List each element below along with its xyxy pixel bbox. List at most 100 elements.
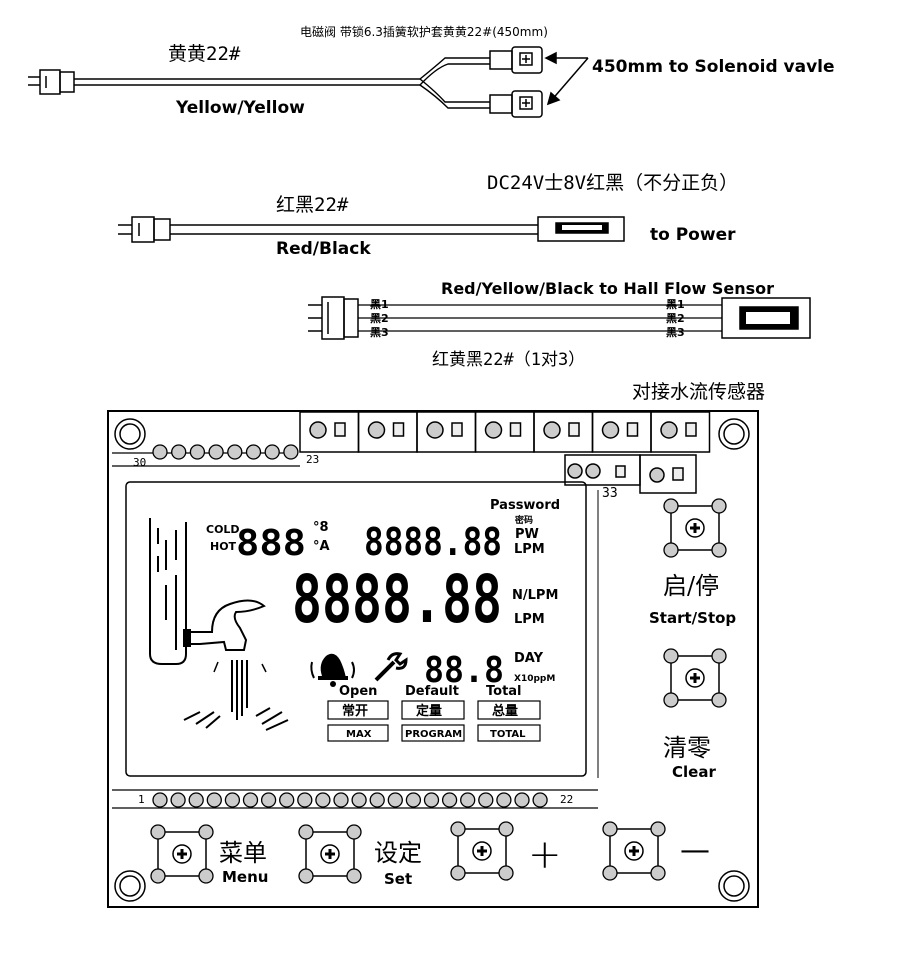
solenoid-left-connector-icon: [28, 69, 75, 95]
plus-icon: [685, 668, 705, 688]
lcd-nlpm-label: N/LPM: [512, 588, 558, 603]
plus-button[interactable]: [450, 821, 514, 881]
header-pin: [283, 444, 299, 460]
header-pin: [152, 792, 168, 808]
mounting-hole-icon: [114, 870, 146, 902]
start-stop-cn-label: 启/停: [663, 572, 719, 600]
header-pin: [224, 792, 241, 808]
header-pin: [478, 792, 494, 808]
terminal-block: [533, 411, 594, 453]
menu-button[interactable]: [150, 824, 214, 884]
start-stop-en-label: Start/Stop: [649, 609, 736, 627]
set-button[interactable]: [298, 824, 362, 884]
hall-left-connector-icon: [308, 296, 359, 340]
wrench-icon: [374, 652, 408, 682]
hall-pin-right-3: 黑3: [666, 326, 685, 339]
header-pin: [315, 792, 331, 808]
mounting-hole-icon: [718, 418, 750, 450]
start-stop-button[interactable]: [663, 498, 727, 558]
clear-button[interactable]: [663, 648, 727, 708]
header-pin: [245, 444, 262, 460]
lcd-deg-c: °A: [313, 539, 330, 554]
lcd-pw-cn: 密码: [514, 514, 533, 526]
header-pin: [152, 444, 168, 460]
terminal-block: [650, 411, 711, 453]
power-wire-label: 红黑22#: [276, 194, 349, 216]
terminal-block-row: [299, 411, 711, 453]
mode-label-total: Total: [486, 684, 522, 699]
header-pin: [264, 444, 280, 460]
mounting-hole-icon: [718, 870, 750, 902]
header-pin: [441, 792, 458, 808]
lcd-content: Password COLD HOT 888 °8 °A 8888.88 密码 P…: [149, 498, 560, 742]
power-plug-icon: [537, 216, 625, 242]
mode-cn-open: 常开: [342, 703, 368, 719]
solenoid-plug-top-icon: [489, 46, 543, 74]
lcd-day-digits: 88.8: [424, 650, 504, 691]
clear-cn-label: 清零: [663, 734, 711, 762]
mode-box-total: TOTAL: [490, 729, 526, 740]
clear-en-label: Clear: [672, 763, 716, 781]
set-en-label: Set: [384, 870, 412, 888]
header-pin: [496, 792, 512, 808]
header-pin: [514, 792, 530, 808]
solenoid-cable: 电磁阀 带锁6.3插簧软护套黄黄22#(450mm) 黄黄22# Yellow/…: [28, 24, 835, 118]
solenoid-wire-label: 黄黄22#: [168, 43, 241, 65]
header-pin: [297, 792, 313, 808]
solenoid-spec: 电磁阀 带锁6.3插簧软护套黄黄22#(450mm): [300, 24, 548, 39]
lcd-lpm-mid: LPM: [514, 612, 545, 627]
board-outline: [107, 410, 759, 908]
header-pin: [532, 792, 548, 808]
lcd-hot-label: HOT: [210, 540, 237, 553]
power-destination: to Power: [650, 225, 736, 245]
menu-en-label: Menu: [222, 868, 268, 886]
solenoid-destination: 450mm to Solenoid vavle: [592, 57, 835, 77]
mode-box-program: PROGRAM: [405, 729, 462, 740]
hall-plug-icon: [721, 297, 811, 339]
faucet-icon: [149, 518, 289, 731]
hall-pin-right-2: 黑2: [666, 312, 685, 325]
hall-destination: 对接水流传感器: [632, 381, 765, 403]
mounting-holes: [114, 418, 750, 902]
hall-pin-left-1: 黑1: [370, 298, 389, 311]
power-cable: DC24V士8V红黑（不分正负） 红黑22# Red/Black to Powe…: [118, 172, 738, 259]
plus-icon: [320, 844, 340, 864]
hall-cable: Red/Yellow/Black to Hall Flow Sensor 红黄黑…: [308, 279, 811, 403]
power-left-connector-icon: [118, 216, 171, 243]
plus-icon: [172, 844, 192, 864]
header-pin: [260, 792, 277, 808]
terminal-33-block: [564, 454, 697, 494]
mode-cn-default: 定量: [415, 703, 442, 719]
pin-label-22: 22: [560, 793, 573, 806]
terminal-block: [299, 411, 360, 453]
lcd-password-label: Password: [490, 498, 560, 513]
header-pin: [170, 792, 186, 808]
mounting-hole-icon: [114, 418, 146, 450]
lcd-cold-label: COLD: [206, 523, 240, 536]
lcd-flow-digits: 8888.88: [292, 561, 502, 638]
pin-label-23: 23: [306, 453, 319, 466]
hall-wire-label: 红黄黑22#（1对3）: [432, 350, 585, 370]
mode-box-max: MAX: [346, 729, 372, 740]
pin-label-1: 1: [138, 793, 145, 806]
hall-pin-right-1: 黑1: [666, 298, 685, 311]
pin-label-30: 30: [133, 456, 146, 469]
mode-label-open: Open: [339, 684, 377, 699]
minus-label: —: [680, 833, 710, 868]
menu-cn-label: 菜单: [219, 839, 267, 867]
header-pin: [369, 792, 385, 808]
plus-icon: [685, 518, 705, 538]
lcd-deg-f: °8: [313, 520, 329, 535]
hall-title: Red/Yellow/Black to Hall Flow Sensor: [441, 279, 774, 298]
set-cn-label: 设定: [374, 839, 422, 867]
terminal-block: [357, 411, 418, 453]
header-pin: [189, 444, 206, 460]
header-pin: [206, 792, 222, 808]
plus-icon: [624, 841, 644, 861]
hall-wires: [358, 304, 722, 332]
minus-button[interactable]: [602, 821, 666, 881]
plus-icon: [472, 841, 492, 861]
solenoid-wires: [74, 57, 490, 109]
top-pin-header: [152, 444, 299, 460]
